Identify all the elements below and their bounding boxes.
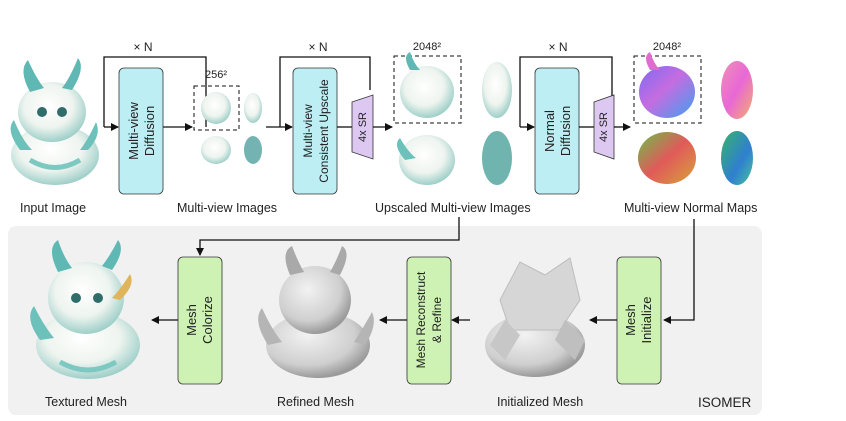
normal-diffusion-text-2: Diffusion bbox=[558, 106, 573, 156]
normal-maps: 2048² bbox=[633, 41, 753, 185]
upscaled-images: 2048² bbox=[393, 41, 512, 185]
res-large-1-label: 2048² bbox=[413, 41, 441, 53]
refined-mesh-label: Refined Mesh bbox=[277, 395, 355, 409]
multiview-diffusion-block: Multi-view Diffusion × N bbox=[103, 40, 207, 195]
mesh-initialize-text-1: Mesh bbox=[623, 304, 638, 336]
multiview-images: 256² bbox=[193, 69, 262, 164]
sr1-text: 4x SR bbox=[357, 112, 369, 142]
multiview-diffusion-text-2: Diffusion bbox=[142, 106, 157, 156]
res-small-highlight bbox=[193, 85, 240, 131]
reconstruct-refine-text-2: & Refine bbox=[430, 297, 444, 343]
connector-normals-to-initialize bbox=[663, 219, 695, 324]
normal-diffusion-box bbox=[534, 67, 580, 195]
multiview-diffusion-text-1: Multi-view bbox=[126, 102, 141, 160]
connector-upscaled-to-colorize bbox=[196, 217, 460, 256]
textured-mesh bbox=[30, 240, 140, 379]
mesh-colorize-text-1: Mesh bbox=[184, 304, 199, 336]
normal-diffusion-text-1: Normal bbox=[542, 110, 557, 152]
upscaled-images-label: Upscaled Multi-view Images bbox=[375, 201, 531, 215]
isomer-panel-title: ISOMER bbox=[698, 395, 752, 410]
res-large-2-highlight bbox=[633, 55, 702, 124]
sr2-trapezoid bbox=[593, 94, 615, 160]
consistent-upscale-text-1: Multi-view bbox=[301, 104, 315, 158]
multiview-diffusion-loop: × N bbox=[133, 40, 152, 54]
sr2-text: 4x SR bbox=[598, 112, 610, 142]
consistent-upscale-box bbox=[292, 67, 338, 195]
normal-maps-label: Multi-view Normal Maps bbox=[624, 201, 758, 215]
input-image-label: Input Image bbox=[20, 201, 87, 215]
res-small-label: 256² bbox=[205, 69, 227, 81]
mesh-colorize-text-2: Colorize bbox=[200, 296, 215, 344]
initialized-mesh-label: Initialized Mesh bbox=[497, 395, 584, 409]
initialized-mesh bbox=[485, 257, 585, 377]
normal-diffusion-loop: × N bbox=[548, 40, 567, 54]
consistent-upscale-loop: × N bbox=[308, 40, 327, 54]
multiview-diffusion-box bbox=[118, 67, 164, 195]
sr1-trapezoid bbox=[351, 94, 374, 160]
normal-diffusion-block: Normal Diffusion × N 4x SR bbox=[519, 40, 631, 195]
multiview-images-label: Multi-view Images bbox=[177, 201, 278, 215]
textured-mesh-label: Textured Mesh bbox=[45, 395, 127, 409]
res-large-2-label: 2048² bbox=[653, 41, 681, 53]
input-image bbox=[10, 58, 99, 185]
mesh-initialize-text-2: Initialize bbox=[639, 297, 654, 344]
reconstruct-refine-text-1: Mesh Reconstruct bbox=[414, 271, 428, 368]
consistent-upscale-text-2: Consistent Upscale bbox=[317, 79, 331, 183]
consistent-upscale-block: Multi-view Consistent Upscale × N 4x SR bbox=[266, 40, 393, 195]
refined-mesh bbox=[258, 246, 374, 378]
res-large-1-highlight bbox=[393, 55, 462, 124]
